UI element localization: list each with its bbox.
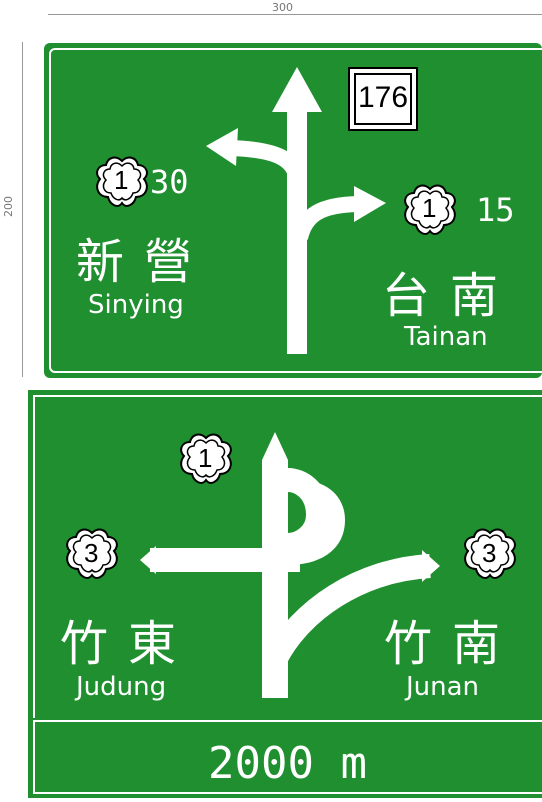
route-number-text: 176 [357, 81, 409, 114]
bottom-right-destination-chinese: 竹南 [384, 616, 521, 672]
left-destination-chinese: 新營 [76, 234, 213, 290]
route-number-box: 176 [348, 67, 418, 131]
right-destination-romanized: Tainan [404, 322, 488, 352]
left-distance: 30 [150, 163, 189, 201]
left-destination-romanized: Sinying [88, 290, 184, 320]
arrow-right-icon [292, 186, 386, 241]
bottom-left-destination-chinese: 竹東 [60, 616, 197, 672]
left-shield-number: 1 [114, 165, 129, 195]
height-dimension-line [22, 42, 23, 377]
right-destination-chinese: 台南 [382, 268, 519, 324]
distance-panel [33, 720, 542, 794]
distance-text: 2000 m [208, 738, 367, 789]
bottom-left-destination-romanized: Judung [76, 672, 167, 702]
center-shield-number: 1 [198, 443, 213, 473]
loop-interchange-icon [140, 432, 440, 698]
arrow-left-icon [206, 128, 305, 186]
right-shield-number: 1 [422, 193, 437, 223]
width-dimension-line [48, 14, 542, 15]
left-shield-number-bottom: 3 [84, 538, 99, 568]
right-distance: 15 [476, 191, 515, 229]
right-shield-number-bottom: 3 [482, 538, 497, 568]
bottom-right-destination-romanized: Junan [406, 672, 480, 702]
width-dimension-label: 300 [272, 1, 293, 14]
